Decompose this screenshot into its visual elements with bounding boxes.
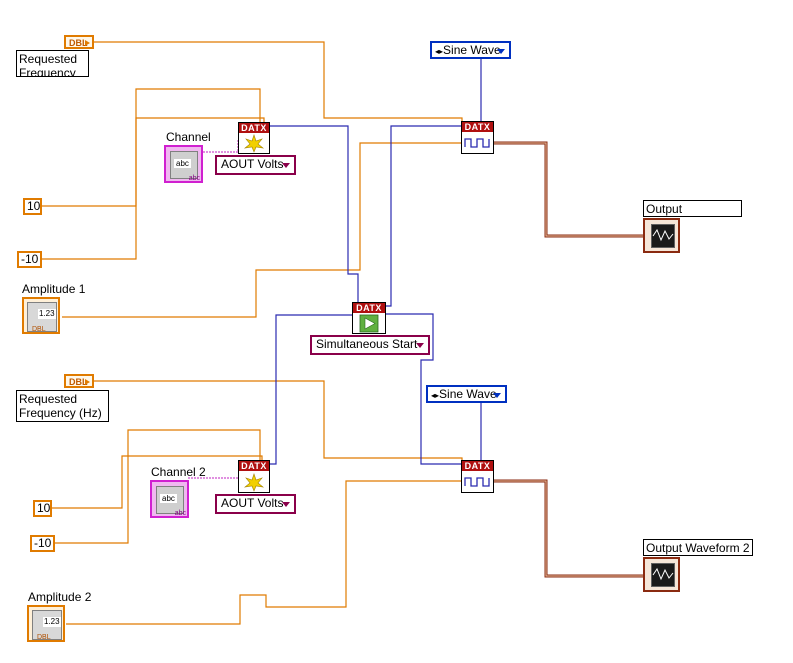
- daqmx-create-channel-vi[interactable]: DATX: [238, 122, 270, 154]
- wire-task-1: [270, 125, 359, 303]
- daqmx-tag: DATX: [462, 122, 493, 132]
- wire-waveform-2: [494, 479, 644, 578]
- amplitude-1-type-tag: DBL: [32, 326, 46, 333]
- requested-frequency-2-label: Requested Frequency (Hz) 2: [16, 390, 109, 422]
- channel-control-icon: abc: [170, 151, 198, 179]
- waveform-type-value-2: Sine Wave: [439, 387, 497, 401]
- play-icon: [359, 314, 379, 333]
- output-waveform-2-terminal[interactable]: [643, 557, 680, 592]
- max-value-constant-2[interactable]: 10: [33, 500, 52, 517]
- amplitude-2-icon-text: 1.23: [43, 617, 61, 627]
- daqmx-tag: DATX: [353, 303, 385, 313]
- sparkle-icon: [243, 134, 265, 153]
- daqmx-start-task-vi[interactable]: DATX: [352, 302, 386, 334]
- waveform-graph-icon: [651, 563, 675, 587]
- sparkle-icon: [243, 473, 265, 492]
- daqmx-create-channel-vi-2[interactable]: DATX: [238, 460, 270, 493]
- channel-2-terminal[interactable]: abc abc: [150, 480, 189, 518]
- output-waveform-label: Output Waveform: [643, 200, 742, 217]
- channel-label: Channel: [166, 130, 211, 144]
- channel-control-icon: abc: [156, 486, 184, 514]
- daqmx-write-waveform-vi-1[interactable]: DATX: [461, 121, 494, 154]
- wire-freq-2: [94, 380, 463, 467]
- min-value-constant-2[interactable]: -10: [30, 535, 55, 552]
- enum-arrows-icon: ◂▸: [431, 391, 440, 400]
- enum-arrows-icon: ◂▸: [435, 47, 444, 56]
- channel-icon-text: abc: [174, 159, 191, 168]
- output-waveform-terminal[interactable]: [643, 218, 680, 253]
- requested-frequency-label: Requested Frequency: [16, 50, 89, 77]
- channel-terminal[interactable]: abc abc: [164, 145, 203, 183]
- numeric-control-icon: 1.23: [27, 302, 57, 332]
- start-mode-ring[interactable]: Simultaneous Start: [310, 335, 430, 355]
- wire-task-2: [270, 314, 354, 465]
- requested-frequency-2-terminal[interactable]: DBL: [64, 374, 94, 388]
- amplitude-2-label: Amplitude 2: [28, 590, 92, 604]
- create-channel-mode-ring[interactable]: AOUT Volts: [215, 155, 296, 175]
- create-channel-2-mode-ring[interactable]: AOUT Volts: [215, 494, 296, 514]
- daqmx-tag: DATX: [239, 461, 269, 471]
- min-value-constant-1[interactable]: -10: [17, 251, 42, 268]
- requested-frequency-terminal[interactable]: DBL: [64, 35, 94, 49]
- wire-amp-1: [62, 142, 462, 318]
- wire-waveform-1: [494, 141, 644, 238]
- amplitude-1-icon-text: 1.23: [38, 309, 56, 319]
- square-wave-icon: [464, 477, 490, 487]
- wire-amp-2: [66, 480, 462, 625]
- wire-max-2: [52, 455, 263, 509]
- output-waveform-2-label: Output Waveform 2: [643, 539, 753, 556]
- numeric-control-icon: 1.23: [32, 610, 62, 640]
- amplitude-1-terminal[interactable]: 1.23 DBL: [22, 297, 60, 334]
- daqmx-tag: DATX: [239, 123, 269, 133]
- wire-start-to-gen1: [386, 125, 462, 307]
- waveform-type-enum-2[interactable]: ◂▸Sine Wave: [426, 385, 507, 403]
- wire-min-1: [42, 88, 261, 260]
- amplitude-2-terminal[interactable]: 1.23 DBL: [27, 605, 65, 642]
- channel-2-type-tag: abc: [174, 510, 186, 517]
- wire-min-2: [55, 429, 261, 544]
- channel-type-tag: abc: [188, 175, 200, 182]
- square-wave-icon: [464, 138, 490, 148]
- wire-start-to-gen2: [385, 313, 462, 465]
- amplitude-2-type-tag: DBL: [37, 634, 51, 641]
- daqmx-write-waveform-vi-2[interactable]: DATX: [461, 460, 494, 493]
- channel-2-label: Channel 2: [151, 465, 206, 479]
- max-value-constant-1[interactable]: 10: [23, 198, 42, 215]
- daqmx-tag: DATX: [462, 461, 493, 471]
- amplitude-1-label: Amplitude 1: [22, 282, 86, 296]
- waveform-graph-icon: [651, 224, 675, 248]
- waveform-type-value-1: Sine Wave: [443, 43, 501, 57]
- wire-freq-1: [94, 41, 463, 128]
- channel-2-icon-text: abc: [160, 494, 177, 503]
- waveform-type-enum-1[interactable]: ◂▸Sine Wave: [430, 41, 511, 59]
